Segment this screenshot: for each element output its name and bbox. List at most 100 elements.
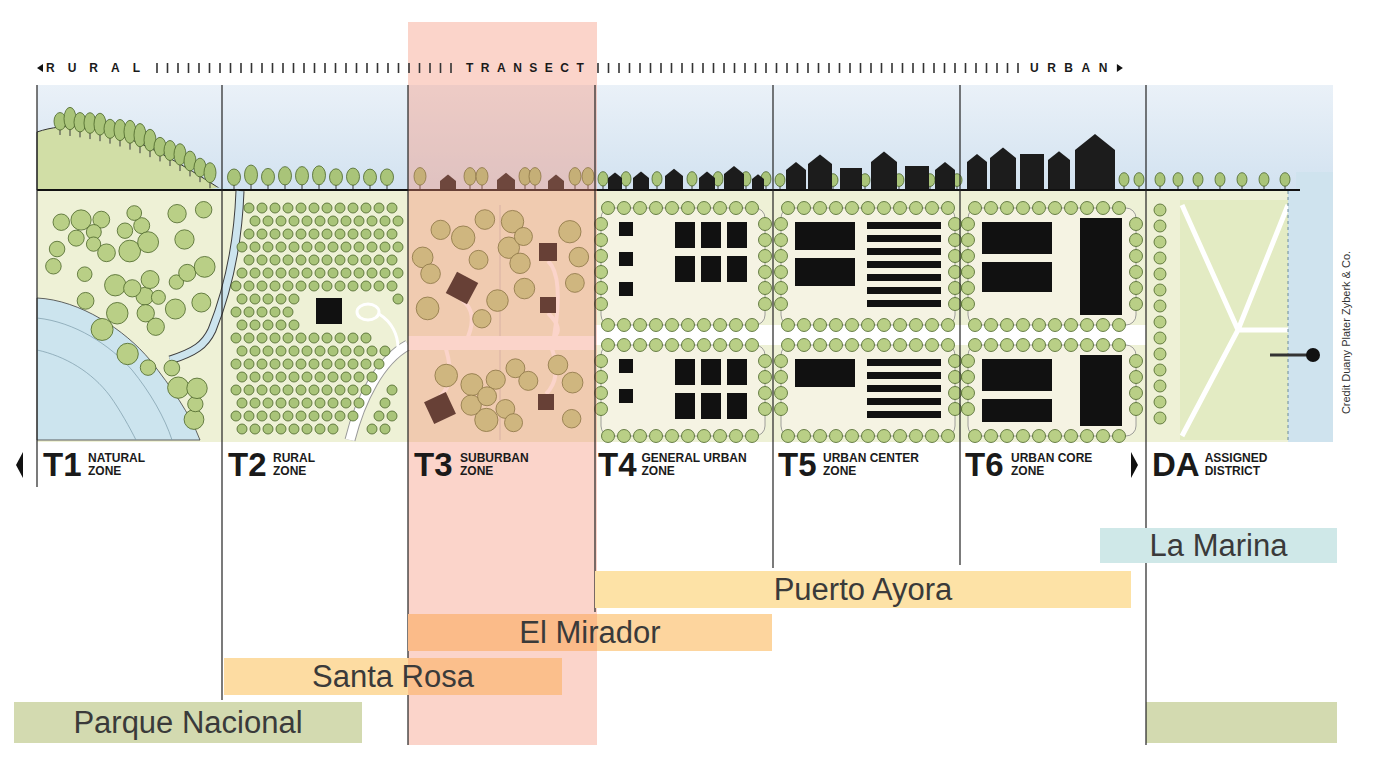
scale-tick [713, 63, 715, 73]
tree [969, 319, 982, 332]
tree [846, 319, 859, 332]
tree [1130, 218, 1143, 231]
house [1075, 134, 1115, 190]
tree [257, 411, 267, 421]
building [840, 168, 862, 190]
tree [730, 319, 743, 332]
tree-crown [364, 169, 377, 185]
scale-word: RURAL [46, 61, 153, 75]
tree [985, 202, 998, 215]
tree [361, 203, 371, 213]
tree [1130, 250, 1143, 263]
tree [1130, 266, 1143, 279]
tree [878, 430, 891, 443]
tree [263, 294, 273, 304]
tree [296, 203, 306, 213]
tree [328, 372, 338, 382]
tree [1065, 430, 1078, 443]
tree [1065, 202, 1078, 215]
building-plan [867, 398, 941, 405]
scale-tick [975, 63, 977, 73]
scale-arrow [37, 64, 43, 72]
tree [322, 255, 332, 265]
tree [969, 430, 982, 443]
tree [77, 292, 94, 309]
tree [1154, 268, 1166, 280]
tree [894, 202, 907, 215]
tree-crown [1173, 173, 1183, 187]
tree [315, 346, 325, 356]
tree-crown [1237, 173, 1247, 187]
tree [328, 346, 338, 356]
tree [250, 398, 260, 408]
tree [315, 424, 325, 434]
tree [393, 268, 403, 278]
tree [1049, 430, 1062, 443]
tree [119, 240, 141, 262]
tree [634, 430, 647, 443]
house [990, 148, 1016, 190]
scale-tick [387, 63, 389, 73]
tree [98, 244, 116, 262]
tree [257, 255, 267, 265]
scale-tick [272, 63, 274, 73]
tree [1154, 220, 1166, 232]
tree [348, 411, 358, 421]
building-plan [867, 248, 941, 255]
tree [348, 359, 358, 369]
tree [775, 371, 788, 384]
tree [270, 307, 280, 317]
tree [1130, 387, 1143, 400]
tree [289, 424, 299, 434]
place-band: La Marina [1100, 528, 1337, 563]
tree [335, 203, 345, 213]
tree [276, 294, 286, 304]
tree [296, 281, 306, 291]
tree [244, 359, 254, 369]
tree [1154, 332, 1166, 344]
pier-head [1306, 348, 1320, 362]
tree [1097, 319, 1110, 332]
place-band: Santa Rosa [224, 658, 562, 695]
tree [237, 320, 247, 330]
scale-tick [177, 63, 179, 73]
tree-crown [296, 167, 309, 185]
tree [244, 255, 254, 265]
tree [361, 255, 371, 265]
tree [250, 268, 260, 278]
tree [361, 385, 371, 395]
tree [276, 398, 286, 408]
tree [195, 202, 211, 218]
tree [68, 230, 84, 246]
rowhouse-plan [727, 256, 747, 282]
tree [141, 271, 159, 289]
tree [289, 268, 299, 278]
tree [894, 339, 907, 352]
tree [1033, 430, 1046, 443]
tree [666, 339, 679, 352]
tree [782, 430, 795, 443]
tree [49, 241, 65, 257]
zone-name: SUBURBAN ZONE [460, 452, 536, 478]
zone-divider [221, 85, 222, 700]
zone-code: T2 [228, 448, 267, 481]
scale-tick [639, 63, 641, 73]
tree [302, 268, 312, 278]
building-plan [867, 274, 941, 281]
tree [1017, 430, 1030, 443]
place-name: Puerto Ayora [774, 573, 953, 607]
tree [387, 203, 397, 213]
scale-tick [807, 63, 809, 73]
tree [296, 411, 306, 421]
tree [244, 203, 254, 213]
tree [257, 385, 267, 395]
tree [244, 281, 254, 291]
tree [296, 229, 306, 239]
tree [1154, 380, 1166, 392]
tree-crown [1215, 173, 1225, 187]
tree [276, 268, 286, 278]
tree [962, 218, 975, 231]
tree [138, 232, 159, 253]
tree [942, 339, 955, 352]
